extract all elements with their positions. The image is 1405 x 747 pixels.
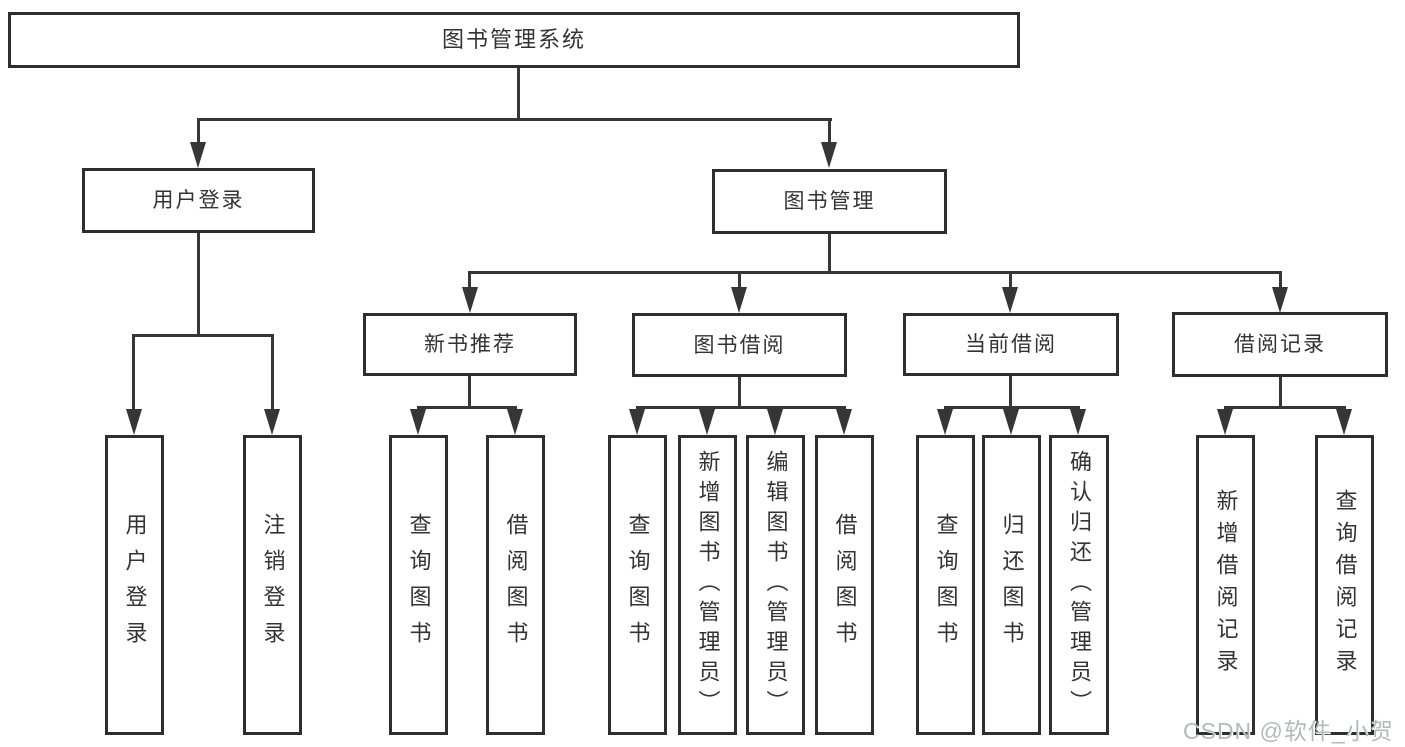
arrowhead-bb-add xyxy=(699,409,715,435)
arrowhead-nb-borrow xyxy=(507,409,523,435)
leaf-bb-edit-book-admin-label: 编辑图书（管理员） xyxy=(763,450,789,720)
node-book-borrowing-label: 图书借阅 xyxy=(693,333,786,357)
edge-root-trunk xyxy=(517,66,520,121)
leaf-br-add-record-label: 新增借阅记录 xyxy=(1213,489,1239,681)
edge-drop-currentborrow xyxy=(1009,271,1012,289)
arrowhead-bookborrow xyxy=(731,287,747,313)
node-borrowing-records-label: 借阅记录 xyxy=(1234,333,1326,356)
edge-userlogin-branch xyxy=(132,334,274,337)
node-library-system-label: 图书管理系统 xyxy=(441,27,586,52)
node-new-book-recommend-label: 新书推荐 xyxy=(424,333,516,356)
csdn-watermark: CSDN @软件_小贺同学 xyxy=(1183,718,1394,744)
leaf-bb-query-book-label: 查询图书 xyxy=(625,513,651,657)
arrowhead-cb-confirm xyxy=(1070,409,1086,435)
node-new-book-recommend: 新书推荐 xyxy=(363,313,577,376)
edge-drop-ul-logout xyxy=(271,334,274,411)
arrowhead-cb-return xyxy=(1003,409,1019,435)
leaf-bb-edit-book-admin: 编辑图书（管理员） xyxy=(746,435,805,735)
leaf-cb-query-book-label: 查询图书 xyxy=(933,513,959,657)
arrowhead-bb-borrow xyxy=(836,409,852,435)
arrowhead-ul-login xyxy=(126,409,142,435)
edge-userlogin-trunk xyxy=(197,233,200,337)
leaf-bb-query-book: 查询图书 xyxy=(608,435,667,735)
arrowhead-br-add xyxy=(1217,409,1233,435)
node-user-login: 用户登录 xyxy=(82,168,315,233)
leaf-bb-borrow-book-label: 借阅图书 xyxy=(832,513,858,657)
edge-cb-trunk xyxy=(1009,376,1012,409)
leaf-br-query-record: 查询借阅记录 xyxy=(1315,435,1374,735)
edge-cb-branch xyxy=(944,406,1080,409)
node-current-borrowing-label: 当前借阅 xyxy=(965,333,1057,356)
node-book-management-label: 图书管理 xyxy=(783,190,876,213)
leaf-bb-add-book-admin-label: 新增图书（管理员） xyxy=(695,450,721,720)
node-book-borrowing: 图书借阅 xyxy=(632,313,847,377)
leaf-cb-confirm-return-admin: 确认归还（管理员） xyxy=(1049,435,1109,735)
leaf-cb-return-book: 归还图书 xyxy=(982,435,1041,735)
edge-bb-trunk xyxy=(738,377,741,409)
leaf-bb-borrow-book: 借阅图书 xyxy=(815,435,874,735)
leaf-cb-return-book-label: 归还图书 xyxy=(999,513,1025,657)
leaf-cb-query-book: 查询图书 xyxy=(916,435,975,735)
edge-bb-branch xyxy=(636,406,846,409)
leaf-nb-query-book: 查询图书 xyxy=(389,435,448,735)
node-current-borrowing: 当前借阅 xyxy=(903,313,1119,376)
edge-bookmgmt-trunk xyxy=(828,234,831,273)
arrowhead-nb-query xyxy=(410,409,426,435)
leaf-br-query-record-label: 查询借阅记录 xyxy=(1332,489,1358,681)
edge-nb-branch xyxy=(417,406,517,409)
leaf-bb-add-book-admin: 新增图书（管理员） xyxy=(678,435,737,735)
arrowhead-book-mgmt xyxy=(821,142,837,168)
edge-drop-user-login xyxy=(197,118,200,146)
leaf-logout: 注销登录 xyxy=(243,435,302,735)
leaf-cb-confirm-return-admin-label: 确认归还（管理员） xyxy=(1067,450,1092,720)
arrowhead-cb-query xyxy=(937,409,953,435)
arrowhead-br-query xyxy=(1336,409,1352,435)
arrowhead-currentborrow xyxy=(1002,287,1018,313)
leaf-user-login-label: 用户登录 xyxy=(122,513,148,657)
node-book-management: 图书管理 xyxy=(712,169,947,234)
arrowhead-bb-edit xyxy=(767,409,783,435)
node-library-system: 图书管理系统 xyxy=(8,12,1020,68)
edge-drop-ul-login xyxy=(132,334,135,411)
node-borrowing-records: 借阅记录 xyxy=(1172,312,1388,377)
leaf-user-login: 用户登录 xyxy=(105,435,164,735)
edge-nb-trunk xyxy=(468,376,471,409)
edge-drop-newbookrec xyxy=(468,271,471,289)
edge-root-branch xyxy=(197,118,832,121)
arrowhead-ul-logout xyxy=(264,409,280,435)
edge-drop-book-mgmt xyxy=(828,118,831,146)
leaf-nb-borrow-book-label: 借阅图书 xyxy=(503,513,529,657)
leaf-logout-label: 注销登录 xyxy=(260,513,286,657)
edge-drop-borrowrecord xyxy=(1279,271,1282,289)
edge-bookmgmt-branch xyxy=(468,271,1282,274)
arrowhead-newbookrec xyxy=(462,287,478,313)
node-user-login-label: 用户登录 xyxy=(152,189,245,212)
arrowhead-bb-query xyxy=(629,409,645,435)
arrowhead-borrowrecord xyxy=(1272,287,1288,313)
edge-br-branch xyxy=(1224,406,1346,409)
edge-drop-bookborrow xyxy=(738,271,741,289)
arrowhead-user-login xyxy=(190,142,206,168)
leaf-br-add-record: 新增借阅记录 xyxy=(1196,435,1255,735)
edge-br-trunk xyxy=(1279,377,1282,409)
leaf-nb-borrow-book: 借阅图书 xyxy=(486,435,545,735)
leaf-nb-query-book-label: 查询图书 xyxy=(406,513,432,657)
